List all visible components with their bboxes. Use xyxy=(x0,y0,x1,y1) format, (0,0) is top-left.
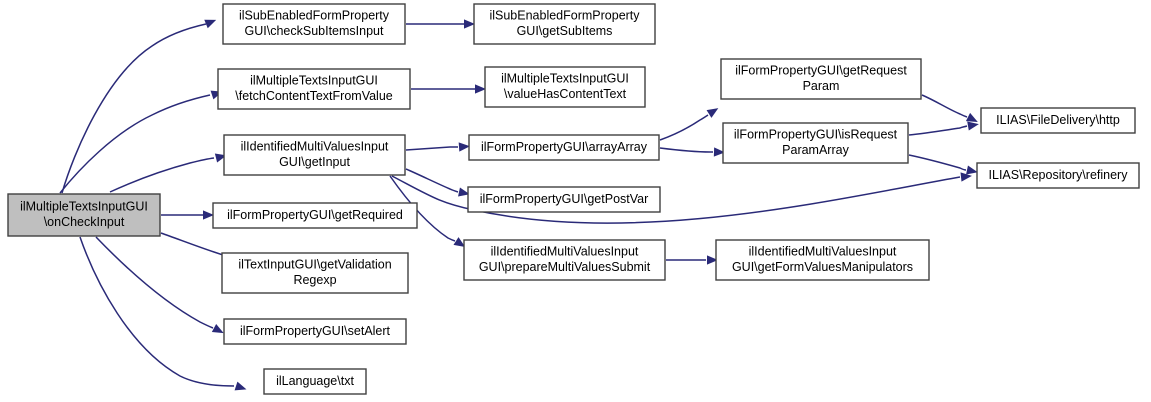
node-box[interactable] xyxy=(223,318,407,345)
call-edge-n0-to-n3 xyxy=(109,157,215,193)
graph-node-n12[interactable]: ilIdentifiedMultiValuesInputGUI\prepareM… xyxy=(463,239,666,281)
node-box[interactable] xyxy=(980,107,1136,134)
node-box[interactable] xyxy=(212,202,418,229)
call-edge-n3-to-n10 xyxy=(405,146,458,151)
call-edge-n3-to-n11 xyxy=(405,168,459,193)
node-box[interactable] xyxy=(722,122,909,164)
graph-node-n15[interactable]: ilIdentifiedMultiValuesInputGUI\getFormV… xyxy=(715,239,930,281)
node-label-line: ilIdentifiedMultiValuesInput xyxy=(491,245,639,259)
node-box[interactable] xyxy=(222,3,406,45)
graph-node-n0[interactable]: ilMultipleTextsInputGUI\onCheckInput xyxy=(7,193,161,237)
node-box[interactable] xyxy=(263,368,367,395)
node-label-line: Regexp xyxy=(293,273,336,287)
graph-node-n9[interactable]: ilMultipleTextsInputGUI\valueHasContentT… xyxy=(484,66,646,108)
node-label-line: ILIAS\FileDelivery\http xyxy=(996,113,1120,127)
graph-node-n2[interactable]: ilMultipleTextsInputGUI\fetchContentText… xyxy=(217,68,411,110)
edge-arrowhead xyxy=(211,323,224,334)
node-box[interactable] xyxy=(484,66,646,108)
call-edge-n3-to-n17 xyxy=(391,175,961,224)
node-box-current[interactable] xyxy=(7,193,161,237)
graph-node-n1[interactable]: ilSubEnabledFormPropertyGUI\checkSubItem… xyxy=(222,3,406,45)
call-edge-n3-to-n12 xyxy=(389,175,456,242)
node-box[interactable] xyxy=(217,68,411,110)
edge-arrowhead xyxy=(458,187,470,197)
node-box[interactable] xyxy=(223,134,406,176)
graph-node-n4[interactable]: ilFormPropertyGUI\getRequired xyxy=(212,202,418,229)
node-label-line: \valueHasContentText xyxy=(504,87,627,101)
edge-arrowhead xyxy=(234,381,247,391)
node-box[interactable] xyxy=(467,186,661,213)
node-label-line: ilIdentifiedMultiValuesInput xyxy=(749,245,897,259)
edge-arrowhead xyxy=(706,108,719,118)
node-label-line: GUI\prepareMultiValuesSubmit xyxy=(479,260,651,274)
node-layer: ilMultipleTextsInputGUI\onCheckInputilSu… xyxy=(7,3,1140,395)
node-label-line: ilFormPropertyGUI\isRequest xyxy=(734,128,898,142)
call-edge-n14-to-n17 xyxy=(908,154,967,171)
edge-arrowhead xyxy=(707,255,718,265)
call-edge-n0-to-n2 xyxy=(59,94,211,194)
node-label-line: ilMultipleTextsInputGUI xyxy=(20,200,148,214)
call-edge-n14-to-n16 xyxy=(908,125,968,136)
edge-arrowhead xyxy=(965,112,978,122)
edge-arrowhead xyxy=(204,19,217,29)
graph-node-n6[interactable]: ilFormPropertyGUI\setAlert xyxy=(223,318,407,345)
graph-node-n10[interactable]: ilFormPropertyGUI\arrayArray xyxy=(468,134,660,161)
node-label-line: ilMultipleTextsInputGUI xyxy=(250,74,378,88)
node-label-line: ilFormPropertyGUI\getPostVar xyxy=(480,192,649,206)
node-label-line: GUI\getInput xyxy=(279,155,350,169)
node-box[interactable] xyxy=(473,3,656,45)
node-label-line: ilFormPropertyGUI\getRequest xyxy=(735,64,907,78)
node-label-line: ilFormPropertyGUI\getRequired xyxy=(227,208,403,222)
node-box[interactable] xyxy=(715,239,930,281)
graph-node-n11[interactable]: ilFormPropertyGUI\getPostVar xyxy=(467,186,661,213)
node-label-line: \fetchContentTextFromValue xyxy=(235,89,393,103)
edge-arrowhead xyxy=(464,19,475,29)
node-box[interactable] xyxy=(463,239,666,281)
call-edge-n13-to-n16 xyxy=(921,94,968,118)
node-label-line: ilIdentifiedMultiValuesInput xyxy=(241,140,389,154)
node-label-line: ParamArray xyxy=(782,143,849,157)
node-label-line: GUI\getSubItems xyxy=(517,24,613,38)
edge-arrowhead xyxy=(960,172,972,182)
node-label-line: Param xyxy=(803,79,840,93)
call-edge-n10-to-n14 xyxy=(659,147,713,153)
edge-arrowhead xyxy=(966,165,978,175)
edge-layer xyxy=(59,23,968,387)
node-label-line: ILIAS\Repository\refinery xyxy=(989,168,1129,182)
node-label-line: ilMultipleTextsInputGUI xyxy=(501,72,629,86)
node-box[interactable] xyxy=(976,162,1140,189)
node-label-line: GUI\getFormValuesManipulators xyxy=(732,260,913,274)
node-label-line: ilTextInputGUI\getValidation xyxy=(238,258,391,272)
call-edge-n0-to-n7 xyxy=(79,236,235,387)
edge-arrowhead xyxy=(713,147,725,157)
edge-arrowhead xyxy=(475,84,486,94)
node-box[interactable] xyxy=(221,252,409,294)
call-edge-n0-to-n1 xyxy=(61,23,207,194)
graph-node-n16[interactable]: ILIAS\FileDelivery\http xyxy=(980,107,1136,134)
edge-arrowhead xyxy=(453,237,466,247)
node-label-line: ilFormPropertyGUI\arrayArray xyxy=(481,140,648,154)
node-label-line: ilSubEnabledFormProperty xyxy=(489,9,640,23)
edge-arrowhead xyxy=(203,210,214,220)
call-edge-n0-to-n6 xyxy=(95,236,214,329)
graph-node-n17[interactable]: ILIAS\Repository\refinery xyxy=(976,162,1140,189)
node-label-line: ilLanguage\txt xyxy=(276,374,354,388)
call-edge-n10-to-n13 xyxy=(659,114,709,141)
node-label-line: ilSubEnabledFormProperty xyxy=(239,9,390,23)
node-label-line: GUI\checkSubItemsInput xyxy=(245,24,384,38)
graph-node-n7[interactable]: ilLanguage\txt xyxy=(263,368,367,395)
node-box[interactable] xyxy=(468,134,660,161)
edge-arrowhead xyxy=(458,142,470,152)
node-box[interactable] xyxy=(720,58,922,100)
node-label-line: \onCheckInput xyxy=(44,215,125,229)
node-label-line: ilFormPropertyGUI\setAlert xyxy=(240,324,391,338)
edge-arrowhead xyxy=(967,121,979,131)
